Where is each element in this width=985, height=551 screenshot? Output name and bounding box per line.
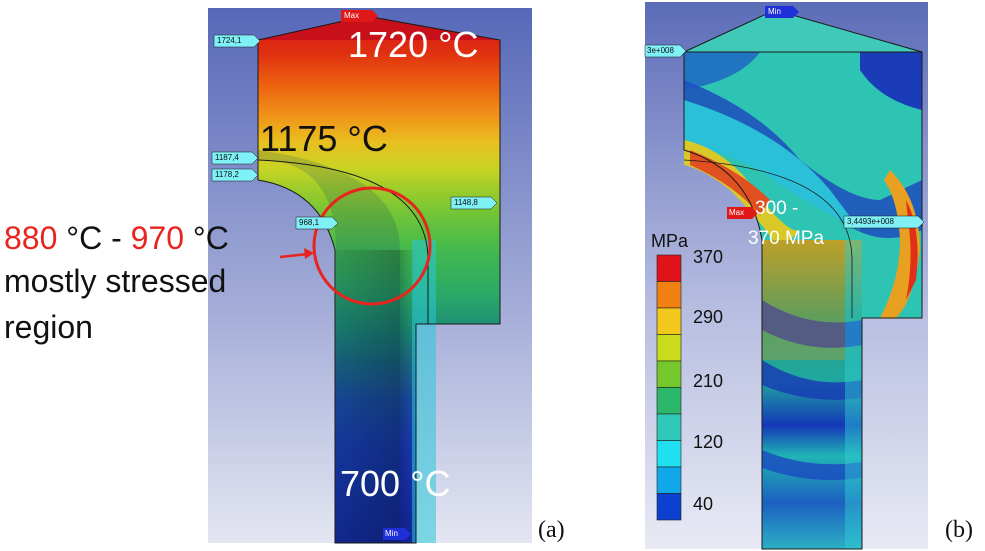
probe-tag-1187: [211, 151, 259, 165]
legend-tick-label: 40: [693, 494, 714, 514]
annotation-high-temp: 970: [130, 220, 185, 256]
annotation-line-2: mostly stressed: [4, 263, 227, 299]
legend-swatch: [656, 360, 682, 388]
probe-tag-3449: [843, 215, 925, 229]
stress-part-b: [683, 9, 923, 550]
legend-swatch: [656, 334, 682, 362]
probe-tag-1148: [450, 196, 498, 210]
legend-swatch: [656, 281, 682, 309]
probe-label-max-a: Max: [344, 11, 360, 20]
probe-label-1148: 1148,8: [454, 198, 478, 207]
legend-swatch: [656, 307, 682, 335]
highlight-circle: [312, 186, 432, 306]
temperature-part-a: [257, 15, 501, 544]
stress-label-line-2: 370 MPa: [748, 228, 825, 249]
legend-tick-label: 210: [693, 371, 724, 391]
probe-tag-1178: [211, 168, 259, 182]
temp-label-bottom: 700 °C: [340, 463, 451, 504]
annotation-unit-1: °C -: [57, 220, 131, 256]
legend-swatch: [656, 387, 682, 415]
legend-tick-label: 120: [693, 432, 724, 452]
probe-label-max-b: Max: [729, 208, 745, 217]
legend-swatch: [656, 413, 682, 441]
legend-unit: MPa: [651, 231, 689, 251]
probe-label-min-a: Min: [385, 529, 398, 538]
temp-label-mid: 1175 °C: [260, 118, 388, 159]
temp-label-top: 1720 °C: [348, 24, 479, 65]
probe-tag-max-b: [727, 207, 758, 219]
probe-tag-min-b: [765, 6, 799, 18]
probe-label-3449: 3,4493e+008: [847, 217, 894, 226]
annotation-temperature-range: 880 °C - 970 °C: [4, 222, 229, 254]
probe-tag-min-a: [383, 528, 411, 540]
legend-swatch: [656, 440, 682, 468]
panel-tag-a: (a): [538, 517, 565, 543]
legend-swatch: [656, 493, 682, 521]
pointer-arrow: [279, 248, 314, 259]
probe-tag-1724: [213, 34, 261, 48]
probe-label-min-b: Min: [768, 7, 781, 16]
annotation-unit-2: °C: [184, 220, 229, 256]
legend-tick-label: 370: [693, 247, 724, 267]
probe-tag-968: [295, 216, 339, 230]
probe-label-1187: 1187,4: [215, 153, 239, 162]
probe-label-1178: 1178,2: [215, 170, 239, 179]
legend-tick-label: 290: [693, 307, 724, 327]
legend-swatch: [656, 254, 682, 282]
probe-label-968: 968,1: [299, 218, 320, 227]
annotation-low-temp: 880: [4, 220, 58, 256]
panel-tag-b: (b): [945, 517, 973, 543]
stress-legend: [656, 254, 682, 521]
probe-tag-3e8: [644, 44, 687, 58]
stress-label-line-1: 300 -: [755, 198, 799, 219]
probe-tag-max-a: [341, 10, 378, 22]
probe-label-1724: 1724,1: [217, 36, 242, 45]
legend-swatch: [656, 466, 682, 494]
annotation-line-3: region: [4, 309, 93, 345]
probe-label-3e8: 3e+008: [647, 46, 674, 55]
